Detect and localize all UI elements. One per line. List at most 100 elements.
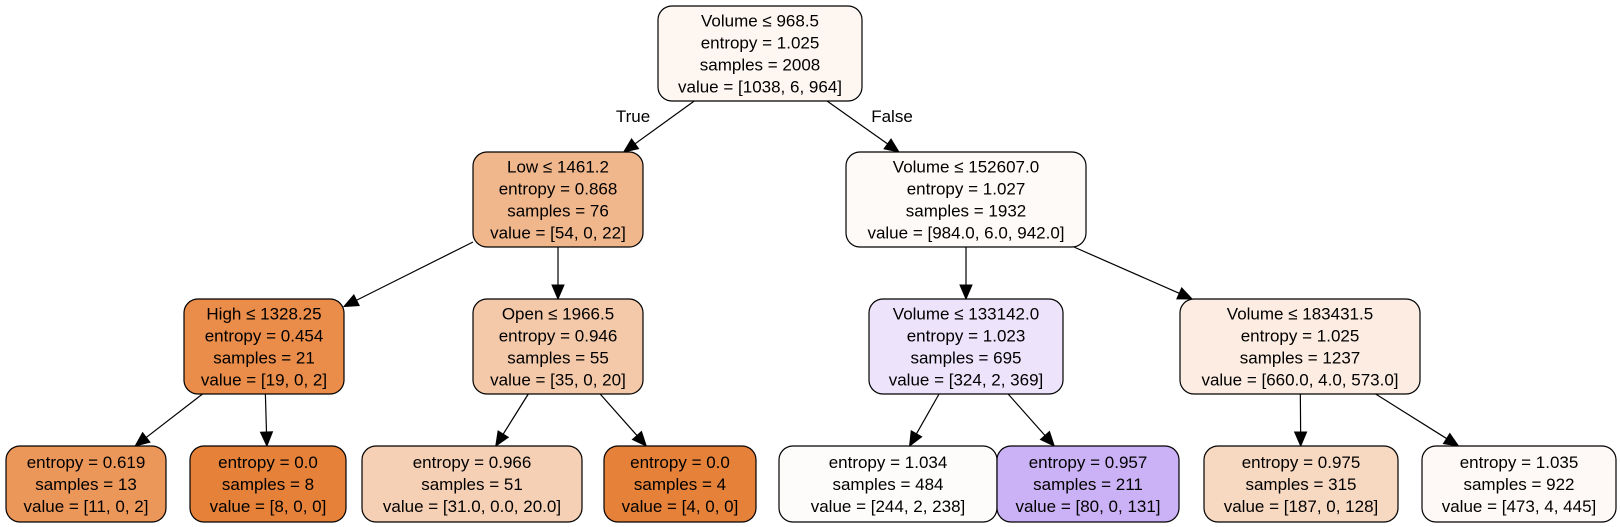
node-text-line: samples = 4	[634, 475, 726, 494]
edge-line	[502, 393, 529, 435]
node-text-line: value = [19, 0, 2]	[201, 371, 327, 390]
node-box	[472, 298, 644, 395]
tree-node-n7: entropy = 0.619 samples = 13 value = [11, …	[5, 445, 167, 523]
node-text-line: samples = 484	[832, 475, 943, 494]
node-text-line: entropy = 1.023	[907, 327, 1026, 346]
node-box	[189, 445, 347, 523]
edge-root-n2	[826, 100, 901, 153]
edge-line	[1375, 393, 1447, 440]
edge-line	[356, 241, 474, 301]
node-text-line: value = [984.0, 6.0, 942.0]	[867, 224, 1064, 243]
edge-line	[915, 393, 940, 435]
node-text-line: Volume ≤ 133142.0	[893, 305, 1039, 324]
node-text-line: value = [1038, 6, 964]	[678, 78, 842, 97]
edge-line	[264, 393, 268, 433]
node-text-line: Low ≤ 1461.2	[507, 158, 609, 177]
node-text-line: entropy = 1.025	[701, 34, 820, 53]
edge-label-true: True	[616, 107, 650, 126]
node-text-line: entropy = 1.027	[907, 180, 1026, 199]
node-text-line: entropy = 0.619	[27, 453, 146, 472]
node-text-line: value = [80, 0, 131]	[1015, 497, 1160, 516]
arrow-head-icon	[908, 430, 923, 448]
node-text-line: Volume ≤ 968.5	[701, 12, 819, 31]
node-box	[1203, 445, 1399, 523]
node-text-line: samples = 8	[222, 475, 314, 494]
node-text-line: Volume ≤ 152607.0	[893, 158, 1039, 177]
edge-n1-n3	[342, 241, 474, 308]
edge-line	[1073, 246, 1180, 294]
arrow-head-icon	[551, 284, 565, 301]
node-text-line: value = [8, 0, 0]	[210, 497, 327, 516]
node-box	[657, 5, 863, 102]
node-text-line: Volume ≤ 183431.5	[1227, 305, 1373, 324]
node-text-line: value = [324, 2, 369]	[889, 371, 1044, 390]
nodes-layer: Volume ≤ 968.5 entropy = 1.025 samples = 2…	[5, 5, 1617, 523]
node-box	[603, 445, 757, 523]
node-text-line: samples = 21	[213, 349, 315, 368]
node-text-line: entropy = 0.966	[413, 453, 532, 472]
arrow-head-icon	[1176, 286, 1194, 300]
edge-n5-n11	[908, 393, 940, 448]
arrow-head-icon	[631, 430, 648, 447]
edge-n3-n8	[259, 393, 274, 448]
node-text-line: entropy = 1.035	[1460, 453, 1579, 472]
edge-n5-n12	[1007, 393, 1056, 447]
edge-n4-n10	[599, 393, 648, 447]
node-text-line: entropy = 0.0	[630, 453, 730, 472]
arrow-head-icon	[959, 284, 973, 301]
node-box	[361, 445, 583, 523]
node-text-line: samples = 695	[910, 349, 1021, 368]
edges-layer	[134, 100, 1460, 448]
tree-node-n11: entropy = 1.034 samples = 484 value = [244…	[778, 445, 998, 523]
node-text-line: value = [35, 0, 20]	[490, 371, 626, 390]
node-text-line: samples = 76	[507, 202, 609, 221]
node-text-line: value = [660.0, 4.0, 573.0]	[1201, 371, 1398, 390]
node-text-line: entropy = 0.868	[499, 180, 618, 199]
node-text-line: value = [244, 2, 238]	[811, 497, 966, 516]
edge-n3-n7	[134, 393, 203, 447]
node-text-line: entropy = 0.946	[499, 327, 618, 346]
node-text-line: samples = 2008	[700, 56, 821, 75]
node-box	[996, 445, 1180, 523]
edge-n4-n9	[495, 393, 529, 448]
node-text-line: value = [473, 4, 445]	[1442, 497, 1597, 516]
arrow-head-icon	[259, 431, 274, 448]
node-text-line: samples = 1237	[1240, 349, 1361, 368]
arrow-head-icon	[495, 430, 510, 448]
edge-line	[599, 393, 638, 436]
tree-node-n1: Low ≤ 1461.2 entropy = 0.868 samples = 76 v…	[472, 151, 644, 248]
node-text-line: entropy = 0.454	[205, 327, 324, 346]
node-box	[472, 151, 644, 248]
edge-n2-n5	[959, 247, 973, 301]
node-text-line: Open ≤ 1966.5	[502, 305, 614, 324]
edge-line	[826, 100, 888, 145]
tree-node-n5: Volume ≤ 133142.0 entropy = 1.023 samples …	[868, 298, 1064, 395]
node-text-line: samples = 211	[1033, 475, 1143, 494]
arrow-head-icon	[1442, 432, 1460, 447]
node-text-line: value = [54, 0, 22]	[490, 224, 626, 243]
arrow-head-icon	[1039, 430, 1056, 447]
arrow-head-icon	[1293, 431, 1308, 448]
node-text-line: value = [11, 0, 2]	[24, 497, 149, 516]
edge-root-n1	[622, 100, 695, 153]
node-box	[1421, 445, 1617, 523]
node-text-line: samples = 315	[1245, 475, 1356, 494]
arrow-head-icon	[342, 293, 360, 308]
node-text-line: samples = 13	[35, 475, 137, 494]
node-text-line: High ≤ 1328.25	[206, 305, 321, 324]
node-text-line: value = [31.0, 0.0, 20.0]	[383, 497, 561, 516]
node-text-line: samples = 1932	[906, 202, 1027, 221]
arrow-head-icon	[622, 138, 640, 153]
tree-node-n2: Volume ≤ 152607.0 entropy = 1.027 samples …	[845, 151, 1087, 248]
node-box	[1179, 298, 1421, 395]
node-text-line: entropy = 1.034	[829, 453, 948, 472]
tree-node-n3: High ≤ 1328.25 entropy = 0.454 samples = 2…	[183, 298, 345, 395]
